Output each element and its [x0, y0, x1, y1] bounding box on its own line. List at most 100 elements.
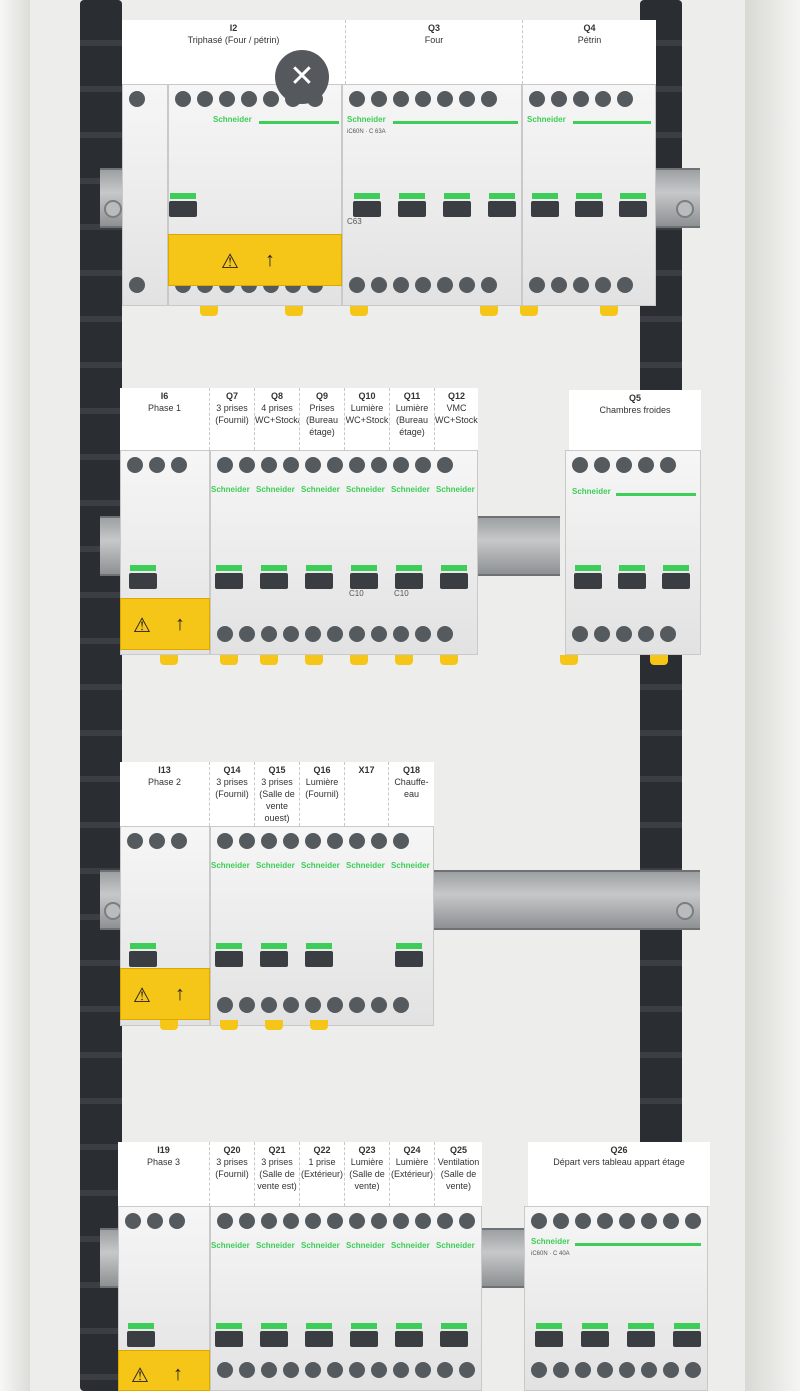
warning-triangle-icon: ⚠	[131, 1365, 149, 1387]
toggle-lever-q5-3[interactable]	[662, 565, 690, 589]
screw-terminal	[371, 1362, 387, 1378]
screw-terminal	[175, 91, 191, 107]
toggle-lever-q26-4[interactable]	[673, 1323, 701, 1347]
screw-terminal	[197, 91, 213, 107]
toggle-lever-i2[interactable]	[169, 193, 197, 217]
screw-terminal	[371, 91, 387, 107]
screw-terminal	[171, 833, 187, 849]
toggle-lever-q8[interactable]	[260, 565, 288, 589]
screw-terminal	[551, 91, 567, 107]
rating-text: C10	[394, 589, 409, 598]
brand-logo: Schneider	[347, 115, 386, 124]
brand-logo: Schneider	[213, 115, 252, 124]
yellow-tab	[220, 1020, 238, 1030]
breaker-q26: Schneider iC60N · C 40A	[524, 1206, 708, 1391]
screw-terminal	[393, 1213, 409, 1229]
screw-terminal	[573, 91, 589, 107]
toggle-lever-q26-3[interactable]	[627, 1323, 655, 1347]
toggle-lever-q10[interactable]	[350, 565, 378, 589]
toggle-lever-q3-4[interactable]	[488, 193, 516, 217]
screw-terminal	[531, 1362, 547, 1378]
yellow-tab	[395, 655, 413, 665]
screw-terminal	[553, 1213, 569, 1229]
yellow-tab	[220, 655, 238, 665]
screw-terminal	[371, 997, 387, 1013]
toggle-lever-q7[interactable]	[215, 565, 243, 589]
screw-terminal	[327, 1362, 343, 1378]
toggle-lever-q3-2[interactable]	[398, 193, 426, 217]
screw-terminal	[149, 457, 165, 473]
toggle-lever-q14[interactable]	[215, 943, 243, 967]
screw-terminal	[239, 1362, 255, 1378]
screw-terminal	[638, 457, 654, 473]
screw-terminal	[617, 91, 633, 107]
brand-logo: Schneider	[301, 485, 340, 494]
screw-terminal	[349, 91, 365, 107]
screw-terminal	[595, 91, 611, 107]
on-indicator	[354, 193, 380, 199]
yellow-tab	[440, 655, 458, 665]
on-indicator	[396, 565, 422, 571]
screw-terminal	[660, 457, 676, 473]
yellow-tab	[310, 1020, 328, 1030]
screw-terminal	[619, 1213, 635, 1229]
toggle-lever-q4-3[interactable]	[619, 193, 647, 217]
brand-logo: Schneider	[211, 485, 250, 494]
toggle-lever-q3-3[interactable]	[443, 193, 471, 217]
toggle-lever-q23[interactable]	[350, 1323, 378, 1347]
toggle-lever-i13[interactable]	[129, 943, 157, 967]
toggle-lever-q9[interactable]	[305, 565, 333, 589]
screw-terminal	[147, 1213, 163, 1229]
toggle-lever-q11[interactable]	[395, 565, 423, 589]
toggle-lever-q26-1[interactable]	[535, 1323, 563, 1347]
toggle-lever-q12[interactable]	[440, 565, 468, 589]
brand-stripe	[616, 493, 696, 496]
toggle-lever-q4-2[interactable]	[575, 193, 603, 217]
screw-terminal	[415, 277, 431, 293]
yellow-tab	[350, 655, 368, 665]
toggle-lever-q3-1[interactable]	[353, 193, 381, 217]
screw-terminal	[283, 833, 299, 849]
screw-terminal	[437, 1213, 453, 1229]
screw-terminal	[616, 457, 632, 473]
screw-terminal	[263, 91, 279, 107]
screw-terminal	[127, 833, 143, 849]
screw-terminal	[619, 1362, 635, 1378]
on-indicator	[441, 1323, 467, 1329]
toggle-lever-q18[interactable]	[395, 943, 423, 967]
toggle-lever-i6[interactable]	[129, 565, 157, 589]
screw-terminal	[261, 997, 277, 1013]
toggle-lever-q24[interactable]	[395, 1323, 423, 1347]
toggle-lever-q5-2[interactable]	[618, 565, 646, 589]
screw-terminal	[663, 1362, 679, 1378]
toggle-lever-q4-1[interactable]	[531, 193, 559, 217]
on-indicator	[306, 943, 332, 949]
toggle-lever-q20[interactable]	[215, 1323, 243, 1347]
toggle-lever-i19[interactable]	[127, 1323, 155, 1347]
on-indicator	[628, 1323, 654, 1329]
screw-terminal	[261, 626, 277, 642]
arrow-up-icon: ↑	[265, 249, 275, 271]
toggle-lever-q21[interactable]	[260, 1323, 288, 1347]
breakers-q14-q18: Schneider Schneider Schneider Schneider …	[210, 826, 434, 1026]
toggle-lever-q5-1[interactable]	[574, 565, 602, 589]
toggle-lever-q25[interactable]	[440, 1323, 468, 1347]
toggle-lever-q15[interactable]	[260, 943, 288, 967]
toggle-lever-q16[interactable]	[305, 943, 333, 967]
on-indicator	[674, 1323, 700, 1329]
screw-terminal	[437, 91, 453, 107]
on-indicator	[536, 1323, 562, 1329]
screw-terminal	[459, 1213, 475, 1229]
close-button[interactable]: ✕	[275, 50, 329, 104]
on-indicator	[576, 193, 602, 199]
toggle-lever-q26-2[interactable]	[581, 1323, 609, 1347]
screw-terminal	[415, 457, 431, 473]
brand-logo: Schneider	[211, 1241, 250, 1250]
toggle-lever-q22[interactable]	[305, 1323, 333, 1347]
label-x17: X17	[345, 762, 389, 826]
screw-terminal	[459, 1362, 475, 1378]
